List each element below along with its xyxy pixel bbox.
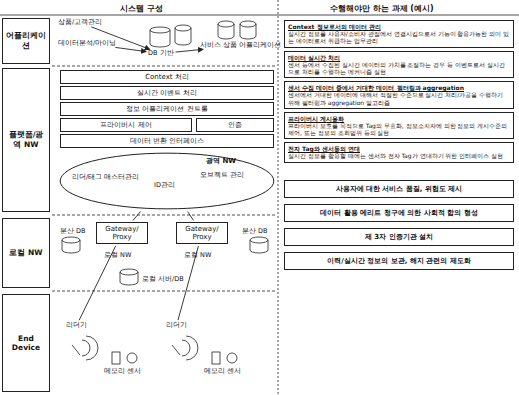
layer-label: 어플리케이션 — [2, 18, 50, 64]
node-text: 오브젝트 관리 — [200, 171, 244, 179]
gateway-box: Gateway/ Proxy — [176, 222, 228, 244]
node-text: 어플리케이션 — [5, 31, 47, 51]
process-box: 프라이버시 제어 — [60, 118, 192, 132]
node-text: 사용자에 대한 서비스 품질, 위험도 제시 — [336, 185, 463, 193]
column-divider — [278, 0, 279, 395]
task-box: 데이터 활용 메리트 청구에 의한 사회적 합의 형성 — [284, 204, 514, 222]
node-text: 실시간 이벤트 처리 — [137, 89, 197, 97]
app-text: 데이터분석/마이닝 — [58, 40, 116, 47]
row-divider — [52, 66, 276, 67]
row-divider — [52, 291, 276, 292]
node-text: Gateway/ Proxy — [185, 225, 218, 241]
process-box: Context 처리 — [60, 70, 274, 84]
local-text: 로컬 NW — [184, 252, 211, 259]
node-text: 리더기 — [66, 321, 87, 329]
local-text: 분산 DB — [60, 228, 86, 235]
connector — [176, 49, 203, 52]
node-text: DB 기반 — [148, 49, 174, 57]
node-text: Gateway/ Proxy — [105, 225, 138, 241]
node-text: 데이터 실시간 처리 — [288, 54, 510, 61]
node-text: 로컬 NW — [9, 248, 42, 258]
node-text: 데이터분석/마이닝 — [58, 39, 116, 47]
local-text: 로컬 NW — [104, 252, 131, 259]
device-text: 리더기 — [66, 322, 87, 329]
node-body: 센서 등에서 수집된 실시간 데이터의 가치를 조절하는 경우 등 이벤트로서 … — [288, 61, 505, 75]
node-text: 데이터 변환 인터페이스 — [130, 137, 204, 145]
node-text: 정보 어플리케이션 컨트롤 — [126, 105, 207, 113]
node-text: ID관리 — [154, 181, 175, 189]
layer-label: 플랫폼/광역 NW — [2, 68, 50, 212]
node-text: Context 처리 — [145, 73, 189, 81]
node-text: 서비스 상품 어플리케이션 — [200, 41, 281, 49]
layer-label: End Device — [2, 294, 50, 392]
node-text: 분산 DB — [60, 227, 86, 235]
node-text: 데이터 활용 메리트 청구에 의한 사회적 합의 형성 — [320, 209, 477, 217]
column-heading: 수행해야만 하는 과제 (예시) — [330, 3, 434, 14]
task-box: 프라이버시 게시용화프라이버시 보호를 목적으로 Tag의 무효화, 정보소지자… — [284, 112, 514, 140]
gateway-box: Gateway/ Proxy — [96, 222, 148, 244]
node-body: 실시간 정보를 사용자/소비자 관점에서 연결시킴으로서 기능이 활용가능한 의… — [288, 30, 509, 44]
network-item: 오브젝트 관리 — [200, 172, 244, 179]
task-box: 제 3자 인증기관 설치 — [284, 228, 514, 246]
task-box: 센서 수집 데이터 중에서 거대한 데이터 필터링과 aggregation센서… — [284, 81, 514, 109]
node-text: 로컬 NW — [104, 251, 131, 259]
layer-label: 로컬 NW — [2, 218, 50, 288]
connector — [115, 47, 146, 51]
node-text: 상품/고객관리 — [58, 18, 102, 26]
node-text: 전자 Tag와 센서등의 연대 — [288, 145, 510, 152]
node-body: 센서에서 거대한 데이터에 대해서 적절한 수준으로 실시간 처리/가공을 수행… — [288, 91, 503, 105]
node-text: 분산 DB — [242, 227, 268, 235]
network-item: 리더/태그 매스터관리 — [72, 174, 139, 181]
connector — [133, 212, 141, 221]
node-text: 플랫폼/광역 NW — [5, 130, 47, 150]
node-text: 이력/실시간 정보의 보관, 해지 관련의 제도화 — [327, 257, 470, 265]
node-body: 실시간 정보를 활용할 때에는 센서와 전자 Tag가 연대하기 위한 인터페이… — [288, 152, 503, 159]
node-text: 인증 — [228, 121, 242, 129]
task-box: 전자 Tag와 센서등의 연대실시간 정보를 활용할 때에는 센서와 전자 Ta… — [284, 142, 514, 162]
app-text: 상품/고객관리 — [58, 19, 102, 26]
node-text: 메모리 센서 — [204, 367, 241, 375]
node-text: 리더기 — [166, 321, 187, 329]
column-heading: 시스템 구성 — [120, 3, 163, 14]
process-box: 데이터 변환 인터페이스 — [60, 134, 274, 148]
network-ellipse: 광역 NW 리더/태그 매스터관리 ID관리 오브젝트 관리 — [58, 152, 276, 210]
task-box: 이력/실시간 정보의 보관, 해지 관련의 제도화 — [284, 252, 514, 270]
node-text: 메모리 센서 — [104, 367, 141, 375]
connector — [188, 212, 194, 221]
node-text: 센서 수집 데이터 중에서 거대한 데이터 필터링과 aggregation — [288, 84, 510, 91]
node-text: 로컬 NW — [184, 251, 211, 259]
node-text: End Device — [5, 334, 47, 352]
process-box: 정보 어플리케이션 컨트롤 — [60, 102, 274, 116]
task-box: 데이터 실시간 처리센서 등에서 수집된 실시간 데이터의 가치를 조절하는 경… — [284, 51, 514, 79]
node-text: 제 3자 인증기관 설치 — [365, 233, 433, 241]
node-text: 로컬 서버/DB — [142, 275, 184, 283]
header-rule — [0, 15, 519, 16]
node-text: Context 정보로서의 데이터 관리 — [288, 23, 510, 30]
task-box: Context 정보로서의 데이터 관리실시간 정보를 사용자/소비자 관점에서… — [284, 20, 514, 48]
local-text: 분산 DB — [242, 228, 268, 235]
app-text: 서비스 상품 어플리케이션 — [200, 42, 281, 49]
app-text: DB 기반 — [148, 50, 174, 57]
row-divider — [52, 215, 276, 216]
device-text: 메모리 센서 — [104, 368, 141, 375]
local-text: 로컬 서버/DB — [142, 276, 184, 283]
device-text: 리더기 — [166, 322, 187, 329]
node-text: 프라이버시 게시용화 — [288, 115, 510, 122]
device-text: 메모리 센서 — [204, 368, 241, 375]
process-box: 인증 — [196, 118, 274, 132]
node-text: 프라이버시 제어 — [100, 121, 151, 129]
task-box: 사용자에 대한 서비스 품질, 위험도 제시 — [284, 180, 514, 198]
node-body: 프라이버시 보호를 목적으로 Tag의 무효화, 정보소지자에 의한 정보의 게… — [288, 122, 507, 136]
process-box: 실시간 이벤트 처리 — [60, 86, 274, 100]
device-icons — [72, 336, 237, 364]
node-text: 리더/태그 매스터관리 — [72, 173, 139, 181]
node-text: 광역 NW — [206, 156, 236, 166]
network-item: ID관리 — [154, 182, 175, 189]
